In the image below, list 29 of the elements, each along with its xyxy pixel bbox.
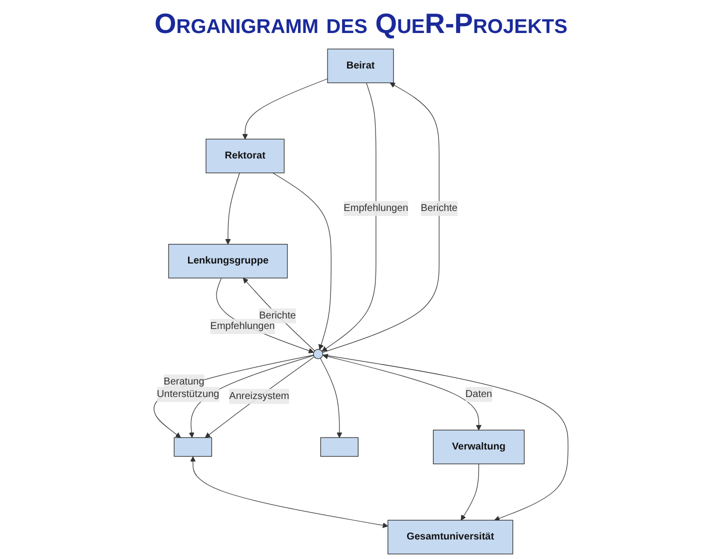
edge-label: Empfehlungen (210, 320, 275, 332)
arrow (216, 278, 314, 354)
edge-label: Unterstützung (156, 388, 220, 400)
arrow (272, 172, 332, 350)
arrow (320, 358, 342, 438)
arrow (322, 354, 482, 430)
node-box: Beirat (327, 48, 394, 84)
node-box: Verwaltung (432, 430, 525, 464)
node-circle (313, 349, 324, 360)
node-box: Gesamtuniversität (388, 520, 514, 554)
edge-label: Berichte (259, 310, 296, 321)
arrow (322, 82, 440, 353)
edge-label: Empfehlungen (344, 202, 408, 214)
edge-label: Daten (465, 388, 492, 400)
edge-label: Beratung (164, 376, 204, 387)
node-box: Rektorat (206, 138, 284, 174)
arrow (225, 172, 240, 244)
node-box: Lenkungsgruppe (168, 244, 288, 278)
arrow (190, 456, 388, 528)
node-box (320, 437, 358, 457)
edge-label: Anreizsystem (229, 390, 290, 402)
diagram-title: Organigramm des QueR-Projekts (154, 8, 568, 40)
arrow (322, 354, 568, 521)
edge-label: Berichte (420, 202, 458, 214)
arrow (460, 464, 480, 520)
arrow (242, 78, 328, 140)
arrow (242, 278, 316, 352)
node-box (174, 437, 212, 457)
arrow (322, 82, 376, 352)
